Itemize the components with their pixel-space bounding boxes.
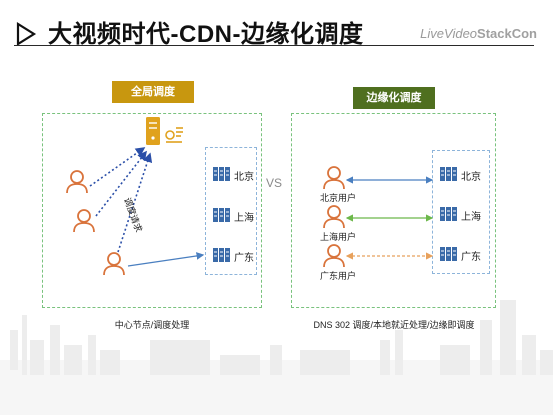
skyline-watermark [0,300,553,415]
request-line-3 [117,152,153,253]
brand-live: Live [420,26,445,41]
left-node-server-icon-beijing [212,166,231,182]
left-node-server-icon-shanghai [212,207,231,223]
request-line-2 [95,150,147,217]
central-server-icon [146,117,160,145]
right-node-server-icon-beijing [439,166,458,182]
user-icon-3 [103,252,125,276]
user-icon-beijing [323,166,345,190]
request-line-1 [89,147,146,187]
route-to-guangdong [127,252,205,267]
left-node-server-icon-guangdong [212,247,231,263]
right-caption: DNS 302 调度/本地就近处理/边缘即调度 [313,320,475,330]
right-node-guangdong: 广东 [461,252,481,263]
right-datacenter-group [432,150,490,274]
brand-logo: LiveVideoStackCon [420,26,537,41]
user-icon-guangdong [323,244,345,268]
user-icon-1 [66,170,88,194]
left-node-shanghai: 上海 [234,213,254,224]
left-node-guangdong: 广东 [234,253,254,264]
title-divider [14,45,534,46]
vs-label: VS [266,176,283,190]
brand-stack: StackCon [477,26,537,41]
edge-dispatch-label: 边缘化调度 [353,87,435,109]
page-title: 大视频时代-CDN-边缘化调度 [48,21,364,48]
global-dispatch-label: 全局调度 [112,81,194,103]
left-caption: 中心节点/调度处理 [114,320,190,330]
edge-dispatch-panel [291,113,496,308]
brand-video: Video [444,26,478,41]
user-icon-2 [73,209,95,233]
user-icon-shanghai [323,205,345,229]
dispatch-request-label: 调度请求 [122,196,145,234]
header-triangle-icon [16,22,37,46]
user-label-beijing: 北京用户 [320,193,357,203]
left-datacenter-group [205,147,257,275]
right-node-server-icon-shanghai [439,206,458,222]
dispatch-gear-icon [165,127,183,143]
right-node-shanghai: 上海 [461,212,481,223]
right-node-server-icon-guangdong [439,246,458,262]
user-label-guangdong: 广东用户 [320,271,357,281]
user-label-shanghai: 上海用户 [320,232,357,242]
right-node-beijing: 北京 [461,172,481,183]
left-node-beijing: 北京 [234,172,254,183]
